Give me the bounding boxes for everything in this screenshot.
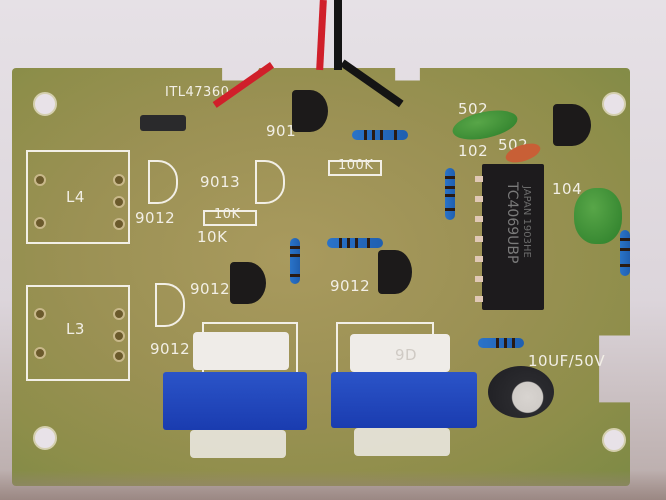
coil-pad <box>34 174 46 186</box>
board-id-label: ITL47360 <box>165 85 230 100</box>
ic-marking-line1: JAPAN 1903HE <box>521 186 532 258</box>
coil-pad <box>113 218 125 230</box>
transistor-label: 9013 <box>200 173 241 191</box>
film-capacitor-green <box>574 188 622 244</box>
resistor-near-ic <box>445 168 455 220</box>
capacitor-label: 104 <box>552 180 583 198</box>
resistor-middle <box>327 238 383 248</box>
resistor-far-right <box>620 230 630 276</box>
transformer-bobbin-top-right <box>350 334 450 372</box>
bottom-shadow <box>0 470 666 500</box>
mounting-hole-top-right <box>602 92 626 116</box>
resistor-label-10k: 10K <box>197 228 228 246</box>
transistor-footprint <box>255 160 285 204</box>
transformer-bobbin-top-left <box>193 332 289 370</box>
electrolytic-capacitor <box>488 366 554 418</box>
coil-label-l3: L3 <box>66 320 85 338</box>
transistor-footprint <box>148 160 178 204</box>
transistor-label: 9012 <box>150 340 191 358</box>
transformer-bobbin-bottom-left <box>190 430 286 458</box>
transistor-label: 9012 <box>190 280 231 298</box>
transistor-label: 901 <box>266 122 297 140</box>
mounting-hole-top-left <box>33 92 57 116</box>
coil-pad <box>113 196 125 208</box>
transistor-top <box>292 90 328 132</box>
transistor-mid-right <box>378 250 412 294</box>
transistor-label: 9012 <box>330 277 371 295</box>
transformer-left <box>163 372 307 430</box>
coil-pad <box>113 174 125 186</box>
coil-label-l4: L4 <box>66 188 85 206</box>
resistor-bottom-right <box>478 338 524 348</box>
ic-chip: JAPAN 1903HE TC4069UBP <box>482 164 544 310</box>
coil-pad <box>113 330 125 342</box>
transformer-right <box>331 372 477 428</box>
coil-pad <box>34 308 46 320</box>
mounting-hole-bottom-left <box>33 426 57 450</box>
coil-outline-l4 <box>26 150 130 244</box>
diode <box>140 115 186 131</box>
coil-pad <box>34 347 46 359</box>
coil-pad <box>34 217 46 229</box>
transformer-bobbin-bottom-right <box>354 428 450 456</box>
transistor-footprint <box>155 283 185 327</box>
resistor-footprint-100k <box>328 160 382 176</box>
resistor-top <box>352 130 408 140</box>
mounting-hole-bottom-right <box>602 428 626 452</box>
electrolytic-capacitor-label: 10UF/50V <box>528 352 606 370</box>
coil-pad <box>113 308 125 320</box>
coil-pad <box>113 350 125 362</box>
ic-marking-line2: TC4069UBP <box>504 182 520 264</box>
resistor-label-100k: 100K <box>338 158 374 173</box>
coil-outline-l3 <box>26 285 130 381</box>
transistor-top-right <box>553 104 591 146</box>
transistor-label: 9012 <box>135 209 176 227</box>
black-ground-wire <box>334 0 342 70</box>
transformer-marking: 9D <box>395 346 418 364</box>
resistor-footprint-10k <box>203 210 257 226</box>
capacitor-label: 102 <box>458 142 489 160</box>
transistor-mid-left <box>230 262 266 304</box>
resistor-vertical <box>290 238 300 284</box>
resistor-label-10k: 10K <box>214 207 241 222</box>
